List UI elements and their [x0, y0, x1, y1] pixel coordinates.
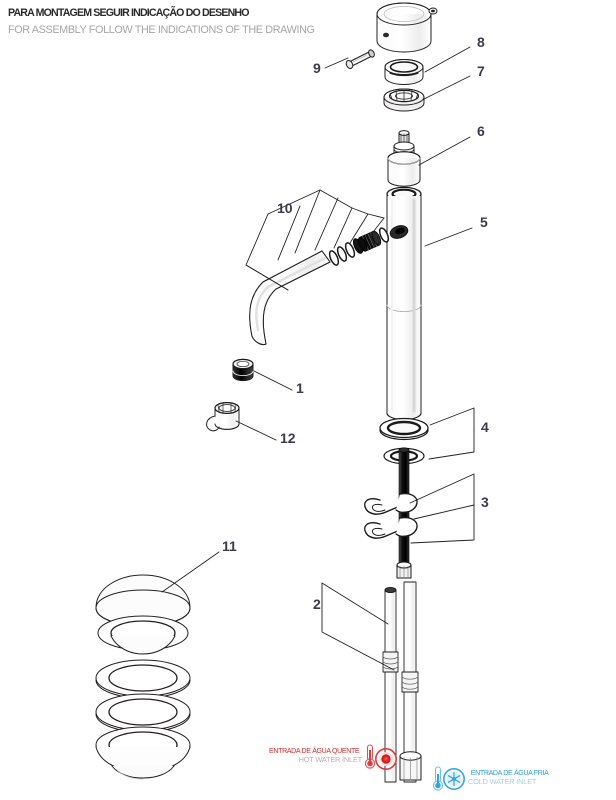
callout-3[interactable]: 3 — [481, 494, 489, 510]
callout-12[interactable]: 12 — [280, 430, 296, 446]
part-6-ceramic-cartridge — [387, 130, 421, 187]
part-4-base-gasket-washers — [379, 417, 429, 465]
part-10-spout-o-ring-kit — [328, 227, 390, 266]
part-5-faucet-body-column — [386, 186, 422, 421]
part-2-flexible-supply-hoses — [382, 581, 422, 783]
callout-2[interactable]: 2 — [313, 596, 321, 612]
callout-8[interactable]: 8 — [477, 34, 485, 50]
callout-1[interactable]: 1 — [296, 380, 304, 396]
part-1-spout-collar-ring — [232, 358, 254, 382]
cold-water-label-pt: ENTRADA DE ÁGUA FRIA — [470, 768, 549, 777]
hot-water-label-pt: ENTRADA DE ÁGUA QUENTE — [269, 746, 360, 755]
callout-9[interactable]: 9 — [313, 60, 321, 76]
hot-water-inlet-legend: ENTRADA DE ÁGUA QUENTE HOT WATER INLET — [252, 746, 363, 764]
callout-11[interactable]: 11 — [222, 538, 237, 554]
part-7-cartridge-nut — [383, 88, 425, 112]
part-7-retaining-collar — [384, 59, 424, 85]
header-instruction-pt: PARA MONTAGEM SEGUIR INDICAÇÃO DO DESENH… — [8, 7, 249, 19]
part-3-mounting-bracket-hardware — [364, 447, 418, 579]
spout-tube — [249, 250, 331, 345]
cold-thermometer-icon — [432, 766, 444, 791]
hot-water-target-icon — [375, 748, 397, 770]
callout-5[interactable]: 5 — [480, 214, 488, 230]
part-12-aerator-housing — [206, 402, 240, 432]
callout-10[interactable]: 10 — [277, 200, 293, 216]
hot-thermometer-icon — [364, 744, 376, 769]
part-11-popup-drain-assembly — [95, 574, 191, 780]
part-9-set-screw-pin — [345, 49, 375, 69]
header-instruction-en: FOR ASSEMBLY FOLLOW THE INDICATIONS OF T… — [8, 24, 315, 36]
cold-water-snowflake-icon — [443, 768, 465, 790]
callout-4[interactable]: 4 — [481, 419, 489, 435]
part-8-handle-cap-sleeve — [376, 2, 438, 53]
leader-lines — [161, 46, 475, 671]
cold-water-inlet-legend: ENTRADA DE ÁGUA FRIA COLD WATER INLET — [468, 768, 580, 786]
hot-water-label-en: HOT WATER INLET — [298, 754, 363, 764]
cold-water-label-en: COLD WATER INLET — [468, 776, 537, 786]
callout-6[interactable]: 6 — [477, 123, 485, 139]
callout-7[interactable]: 7 — [477, 63, 485, 79]
